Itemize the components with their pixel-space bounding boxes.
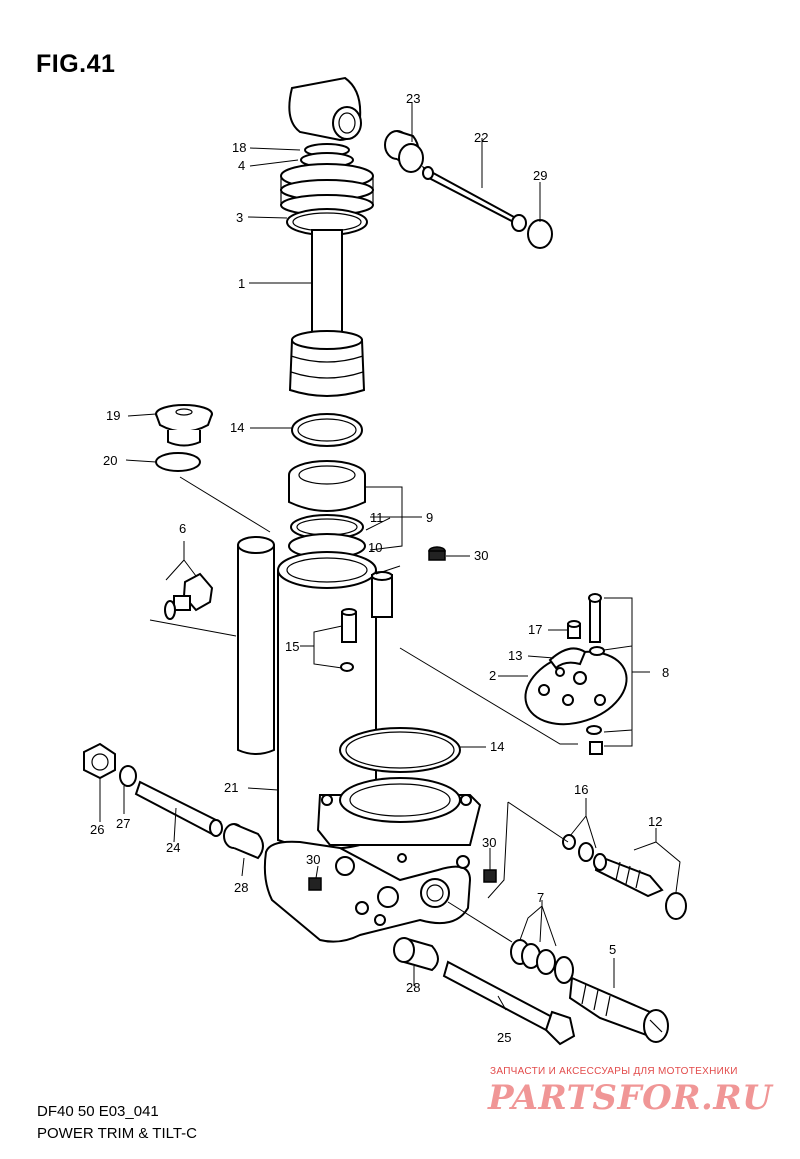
valve-spool-5 bbox=[568, 976, 669, 1043]
o-rings-16 bbox=[562, 834, 594, 862]
nut-26 bbox=[83, 742, 116, 780]
callout-11: 11 bbox=[370, 510, 384, 525]
bushing-28-left bbox=[223, 823, 264, 860]
callout-1: 1 bbox=[238, 276, 245, 291]
plug-30-right bbox=[483, 869, 497, 883]
callout-15: 15 bbox=[285, 639, 299, 654]
watermark-tagline: ЗАПЧАСТИ И АКСЕССУАРЫ ДЛЯ МОТОТЕХНИКИ bbox=[490, 1066, 738, 1077]
callout-8: 8 bbox=[662, 665, 669, 680]
shaft-24 bbox=[134, 780, 223, 837]
footer-code: DF40 50 E03_041 bbox=[37, 1103, 159, 1120]
footer-name: POWER TRIM & TILT-C bbox=[37, 1125, 198, 1142]
callout-7: 7 bbox=[537, 890, 544, 905]
plug-30-top bbox=[428, 546, 446, 561]
o-rings-7 bbox=[510, 939, 574, 984]
callout-22: 22 bbox=[474, 130, 488, 145]
figure-title: FIG.41 bbox=[36, 50, 116, 78]
callout-6: 6 bbox=[179, 521, 186, 536]
cylinder-body-21 bbox=[237, 536, 482, 943]
callout-14-lower: 14 bbox=[490, 739, 504, 754]
callout-19: 19 bbox=[106, 408, 120, 423]
bolt-8 bbox=[586, 593, 605, 755]
o-ring-14-lower bbox=[339, 727, 461, 773]
callout-29: 29 bbox=[533, 168, 547, 183]
valve-6 bbox=[164, 572, 214, 620]
o-ring-3 bbox=[286, 208, 368, 236]
pin-15 bbox=[340, 608, 357, 672]
callout-17: 17 bbox=[528, 622, 542, 637]
plug-30-left bbox=[308, 877, 322, 891]
bolt-25 bbox=[442, 960, 576, 1046]
callout-26: 26 bbox=[90, 822, 104, 837]
o-ring-14-upper bbox=[291, 413, 363, 447]
check-plate-13 bbox=[548, 647, 587, 670]
o-ring-12 bbox=[665, 892, 687, 920]
bushing-28-bottom bbox=[393, 937, 439, 972]
tilt-rod-eye bbox=[288, 76, 362, 142]
callout-24: 24 bbox=[166, 840, 180, 855]
callout-23: 23 bbox=[406, 91, 420, 106]
clip-29 bbox=[527, 219, 553, 249]
callout-9: 9 bbox=[426, 510, 433, 525]
callout-4: 4 bbox=[238, 158, 245, 173]
callout-30-left: 30 bbox=[306, 852, 320, 867]
callout-20: 20 bbox=[103, 453, 117, 468]
callout-3: 3 bbox=[236, 210, 243, 225]
callout-27: 27 bbox=[116, 816, 130, 831]
washer-27 bbox=[119, 765, 137, 787]
callout-2: 2 bbox=[489, 668, 496, 683]
pin-22 bbox=[421, 165, 527, 232]
plug-19 bbox=[155, 404, 213, 447]
callout-18: 18 bbox=[232, 140, 246, 155]
callout-30-top: 30 bbox=[474, 548, 488, 563]
o-ring-20 bbox=[155, 452, 201, 472]
callout-12: 12 bbox=[648, 814, 662, 829]
piston-rod-1 bbox=[288, 229, 366, 397]
callout-14-upper: 14 bbox=[230, 420, 244, 435]
valve-12 bbox=[593, 853, 664, 898]
callout-28-bottom: 28 bbox=[406, 980, 420, 995]
bushing-23 bbox=[384, 130, 424, 173]
callout-30-right: 30 bbox=[482, 835, 496, 850]
rod-seal-stack bbox=[280, 143, 374, 216]
screw-17 bbox=[567, 620, 581, 639]
callout-10: 10 bbox=[368, 540, 382, 555]
callout-25: 25 bbox=[497, 1030, 511, 1045]
leader-lines bbox=[99, 102, 681, 1011]
watermark-brand-logo: PARTSFOR.RU bbox=[488, 1078, 773, 1118]
callout-16: 16 bbox=[574, 782, 588, 797]
callout-21: 21 bbox=[224, 780, 238, 795]
callout-28-left: 28 bbox=[234, 880, 248, 895]
callout-13: 13 bbox=[508, 648, 522, 663]
piston-ring-set-9 bbox=[288, 460, 366, 559]
callout-5: 5 bbox=[609, 942, 616, 957]
